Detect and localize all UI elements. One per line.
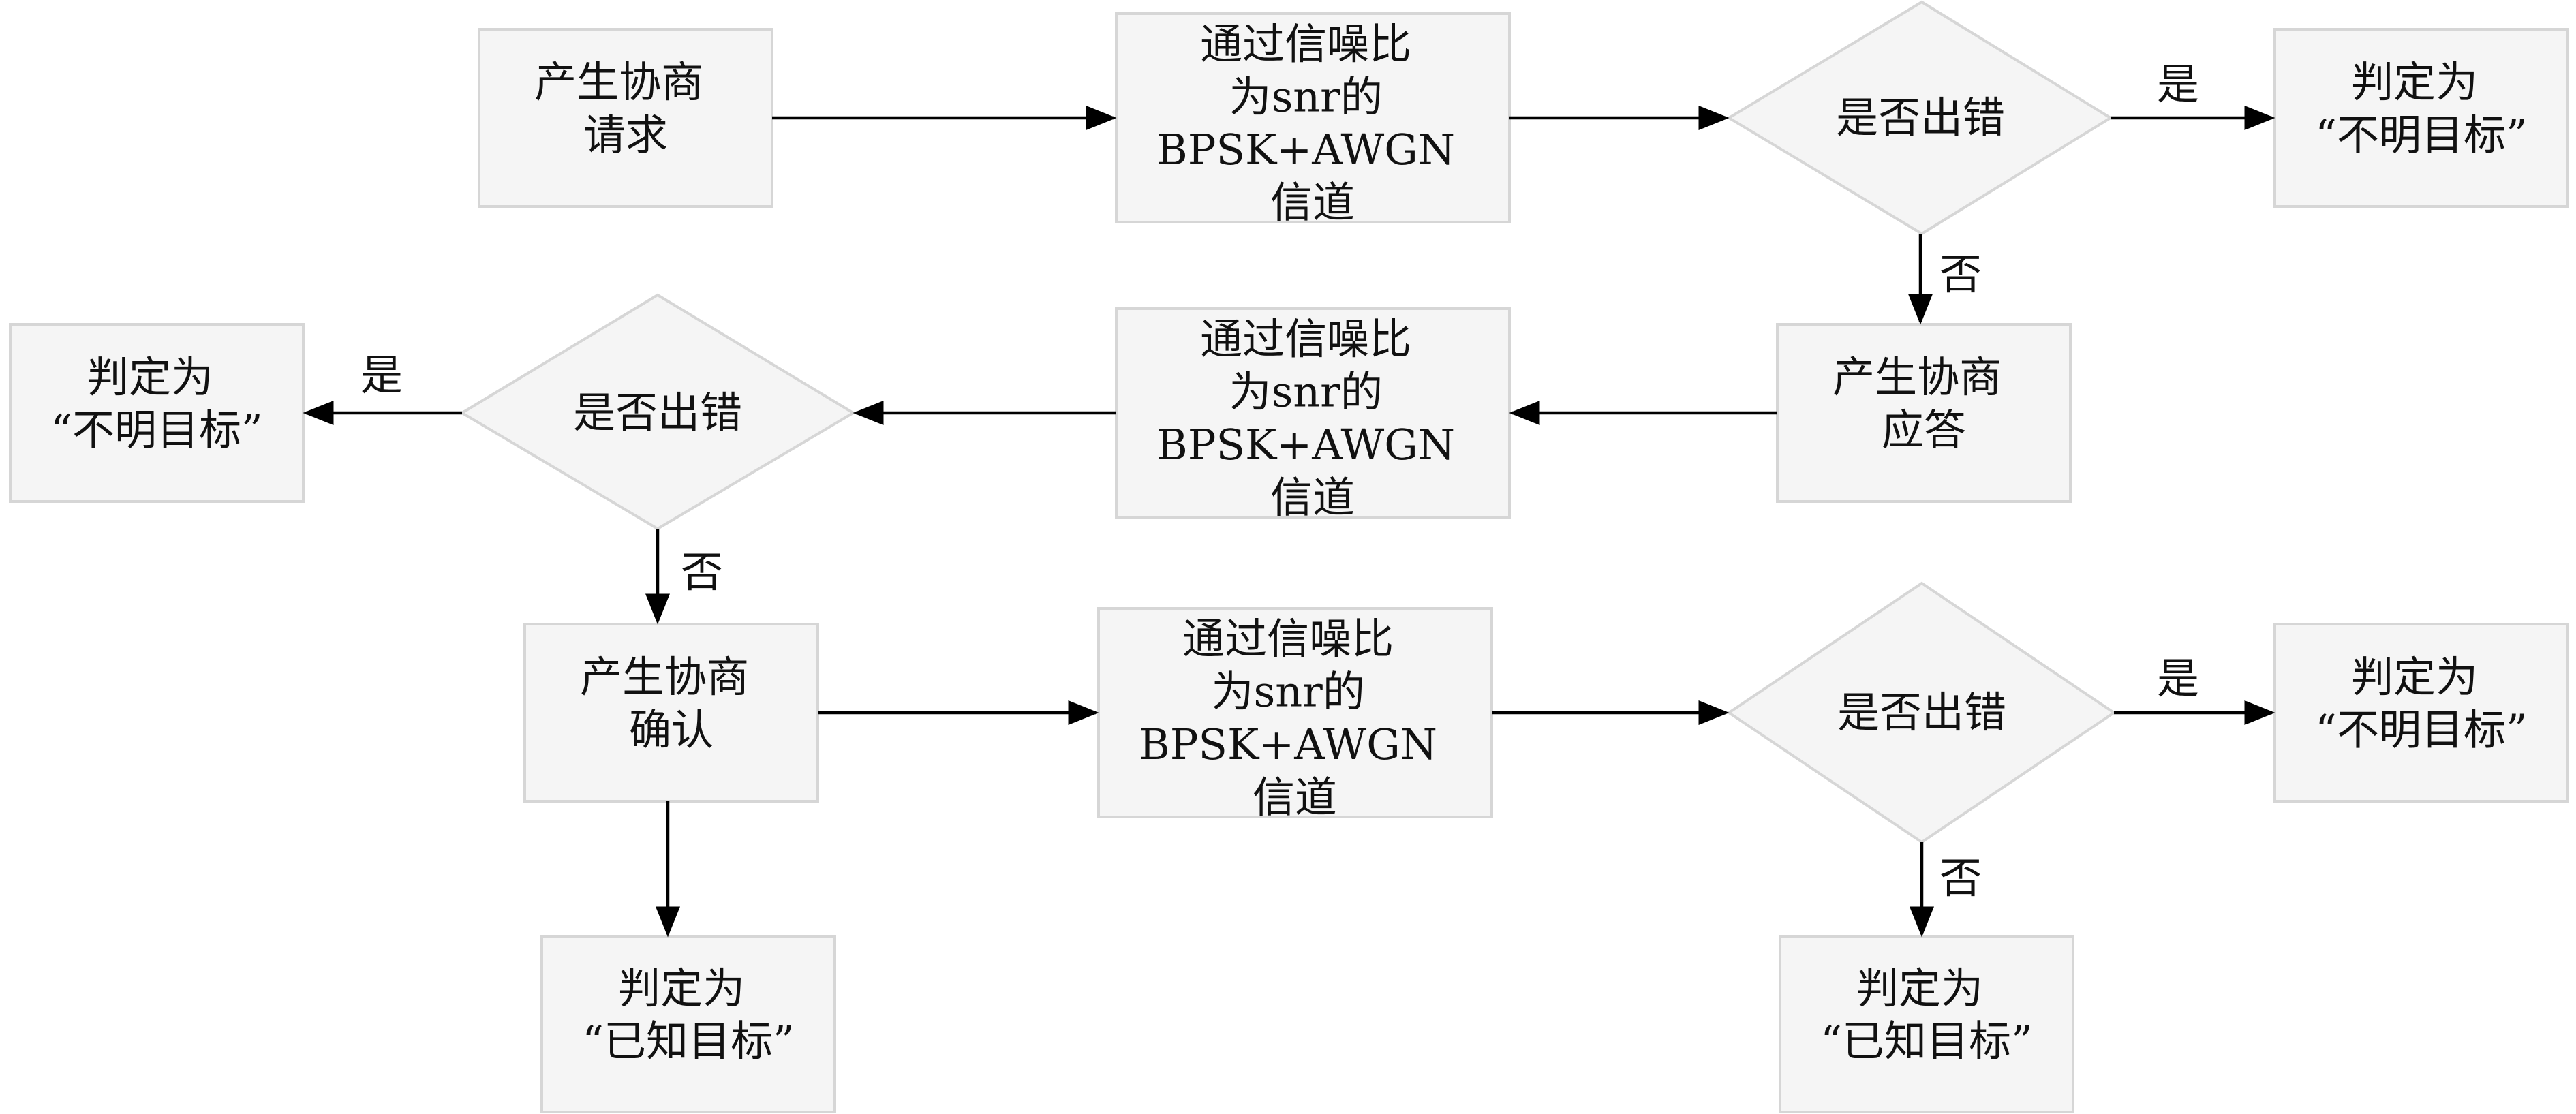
node-known-target-1: 判定为 “已知目标”	[540, 935, 836, 1113]
node-negotiation-confirm: 产生协商 确认	[523, 623, 819, 803]
node-negotiation-response: 产生协商 应答	[1776, 323, 2072, 503]
svg-text:通过信噪比 为snr的 BPSK+A: 通过信噪比 为snr的 BPSK+AWGN 信道	[1156, 19, 1469, 228]
edge-label-error-1-no: 否	[1939, 249, 1982, 299]
decision-error-1-label: 是否出错	[1836, 93, 2005, 142]
node-unknown-target-1: 判定为 “不明目标”	[2273, 28, 2569, 208]
node-channel-3-line-3: BPSK+AWGN	[1139, 720, 1437, 769]
edge-label-error-1-yes: 是	[2157, 59, 2199, 109]
decision-error-1: 是否出错	[1726, 0, 2113, 236]
svg-text:通过信噪比 为snr的 BPSK+A: 通过信噪比 为snr的 BPSK+AWGN 信道	[1139, 614, 1451, 822]
edge-label-error-2-no: 否	[681, 547, 723, 597]
node-channel-2: 通过信噪比 为snr的 BPSK+AWGN 信道	[1115, 307, 1511, 523]
decision-error-3-label: 是否出错	[1837, 687, 2006, 737]
node-unknown-target-2: 判定为 “不明目标”	[9, 323, 305, 503]
svg-text:判定为 “已知目标”: 判定为 “已知目标”	[1820, 963, 2032, 1066]
node-channel-2-line-4: 信道	[1270, 473, 1355, 523]
node-known-target-1-line-1: 判定为	[618, 963, 745, 1013]
node-channel-1-line-3: BPSK+AWGN	[1156, 125, 1455, 174]
node-channel-3: 通过信噪比 为snr的 BPSK+AWGN 信道	[1097, 607, 1493, 822]
edge-label-error-3-no: 否	[1939, 853, 1982, 903]
decision-error-2-label: 是否出错	[573, 388, 742, 437]
node-unknown-target-3: 判定为 “不明目标”	[2273, 623, 2569, 803]
node-negotiation-response-line-2: 应答	[1882, 405, 1966, 455]
decision-error-3: 是否出错	[1726, 581, 2117, 844]
node-negotiation-confirm-line-2: 确认	[629, 705, 714, 755]
svg-text:判定为 “不明目标”: 判定为 “不明目标”	[50, 352, 262, 455]
node-negotiation-request: 产生协商 请求	[478, 28, 773, 208]
node-negotiation-confirm-line-1: 产生协商	[580, 652, 749, 702]
node-negotiation-request-line-2: 请求	[583, 110, 668, 160]
node-known-target-1-line-2: “已知目标”	[582, 1017, 794, 1066]
svg-text:产生协商 应答: 产生协商 应答	[1833, 352, 2015, 455]
node-unknown-target-3-line-2: “不明目标”	[2315, 705, 2527, 755]
decision-error-2: 是否出错	[459, 293, 856, 531]
svg-text:判定为 “不明目标”: 判定为 “不明目标”	[2315, 57, 2527, 160]
node-channel-1-line-4: 信道	[1270, 178, 1355, 228]
svg-text:判定为 “不明目标”: 判定为 “不明目标”	[2315, 652, 2527, 755]
node-channel-1-line-2: 为snr的	[1229, 72, 1382, 122]
edge-label-error-2-yes: 是	[361, 350, 403, 400]
node-negotiation-response-line-1: 产生协商	[1833, 352, 2002, 402]
node-channel-3-line-4: 信道	[1253, 773, 1337, 822]
svg-text:产生协商 确认: 产生协商 确认	[580, 652, 763, 755]
svg-text:通过信噪比 为snr的 BPSK+A: 通过信噪比 为snr的 BPSK+AWGN 信道	[1156, 314, 1469, 523]
edge-label-error-3-yes: 是	[2157, 653, 2199, 703]
node-channel-2-line-3: BPSK+AWGN	[1156, 420, 1455, 469]
node-channel-3-line-1: 通过信噪比	[1182, 614, 1394, 664]
svg-text:产生协商 请求: 产生协商 请求	[534, 57, 717, 160]
node-channel-2-line-2: 为snr的	[1229, 367, 1382, 417]
node-known-target-2-line-2: “已知目标”	[1820, 1017, 2032, 1066]
node-unknown-target-1-line-1: 判定为	[2351, 57, 2478, 107]
node-negotiation-request-line-1: 产生协商	[534, 57, 703, 107]
node-unknown-target-1-line-2: “不明目标”	[2315, 110, 2527, 160]
node-channel-1: 通过信噪比 为snr的 BPSK+AWGN 信道	[1115, 12, 1511, 228]
node-known-target-2-line-1: 判定为	[1856, 963, 1983, 1013]
node-channel-1-line-1: 通过信噪比	[1200, 19, 1411, 69]
node-unknown-target-2-line-2: “不明目标”	[50, 405, 262, 455]
node-unknown-target-3-line-1: 判定为	[2351, 652, 2478, 702]
svg-text:判定为 “已知目标”: 判定为 “已知目标”	[582, 963, 794, 1066]
node-known-target-2: 判定为 “已知目标”	[1779, 935, 2074, 1113]
node-channel-3-line-2: 为snr的	[1211, 667, 1364, 717]
node-unknown-target-2-line-1: 判定为	[87, 352, 213, 402]
node-channel-2-line-1: 通过信噪比	[1200, 314, 1411, 364]
